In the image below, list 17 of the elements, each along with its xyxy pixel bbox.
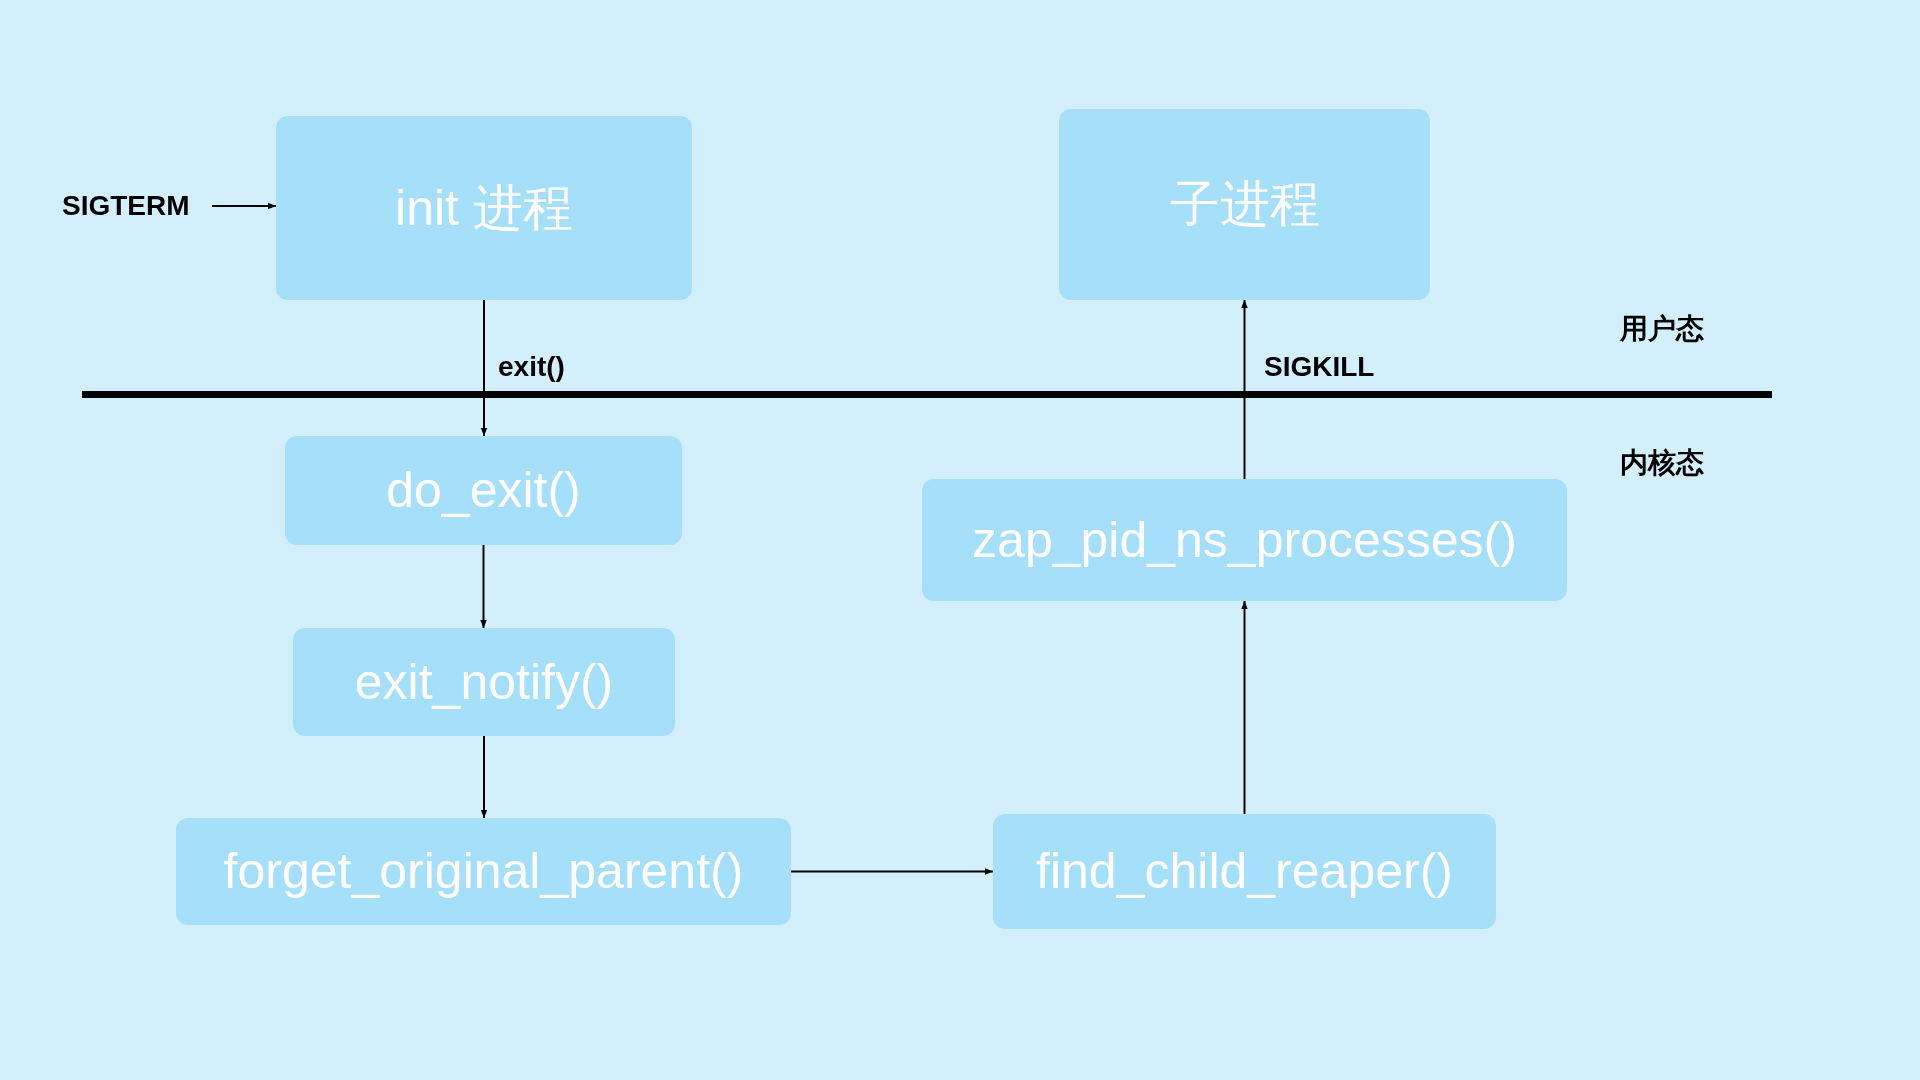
arrow bbox=[211, 202, 277, 210]
mode-label: 用户态 bbox=[1620, 312, 1704, 346]
process-box: exit_notify() bbox=[293, 628, 675, 736]
process-box: find_child_reaper() bbox=[993, 814, 1496, 929]
process-box: 子进程 bbox=[1059, 109, 1430, 300]
arrow bbox=[480, 544, 487, 629]
process-box: forget_original_parent() bbox=[176, 818, 791, 925]
arrow bbox=[480, 735, 488, 819]
arrow bbox=[1241, 600, 1248, 815]
arrow bbox=[480, 299, 488, 437]
process-box: init 进程 bbox=[276, 116, 692, 300]
signal-label: SIGTERM bbox=[62, 186, 212, 226]
process-box: do_exit() bbox=[285, 436, 682, 545]
arrow bbox=[790, 868, 994, 875]
process-box: zap_pid_ns_processes() bbox=[922, 479, 1567, 601]
mode-label: 内核态 bbox=[1620, 446, 1704, 480]
arrow bbox=[1241, 299, 1248, 480]
